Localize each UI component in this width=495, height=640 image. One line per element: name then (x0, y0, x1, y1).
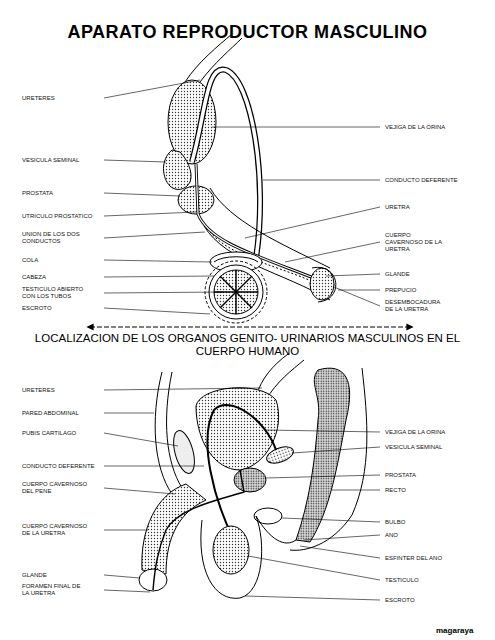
part-label: PREPUCIO (385, 287, 485, 294)
prepuce (312, 267, 336, 302)
abdominal-wall (155, 372, 172, 494)
part-label: VEJIGA DE LA ORINA (385, 429, 485, 436)
vas-deferens (207, 405, 276, 540)
scrotum (201, 516, 262, 598)
part-label: CONDUCTO DEFERENTE (385, 177, 485, 184)
rectum (296, 368, 350, 542)
part-label: PROSTATA (385, 472, 485, 479)
part-label: CUERPO CAVERNOSO DE LA URETRA (22, 523, 88, 537)
part-label: CONDUCTO DEFERENTE (22, 463, 102, 470)
part-label: ESFINTER DEL ANO (385, 555, 485, 562)
part-label: RECTO (385, 487, 485, 494)
part-label: UNION DE LOS DOS CONDUCTOS (22, 231, 84, 245)
part-label: DESEMBOCADURA DE LA URETRA (385, 299, 449, 313)
part-label: VESICULA SEMINAL (385, 444, 485, 451)
part-label: FORAMEN FINAL DE LA URETRA (22, 583, 88, 597)
vas-deferens (192, 69, 260, 258)
part-label: URETRA (385, 204, 485, 211)
part-label: ESCROTO (385, 597, 485, 604)
part-label: VESICULA SEMINAL (22, 157, 102, 164)
testis (213, 526, 249, 574)
part-label: TESTICULO ABIERTO CON LOS TUBOS (22, 286, 84, 300)
part-label: UTRICULO PROSTATICO (22, 213, 102, 220)
divider-arrow (90, 326, 410, 327)
part-label: VEJIGA DE LA ORINA (385, 124, 485, 131)
part-label: CUERPO CAVERNOSO DEL PENE (22, 481, 88, 495)
part-label: GLANDE (385, 271, 485, 278)
part-label: ANO (385, 532, 485, 539)
part-label: CUERPO CAVERNOSO DE LA URETRA (385, 232, 449, 253)
seminal-vesicle (264, 444, 295, 467)
penis (142, 484, 206, 574)
ureter (266, 360, 304, 400)
part-label: COLA (22, 257, 102, 264)
part-label: PROSTATA (22, 190, 102, 197)
body-outline (290, 368, 367, 550)
section-heading: LOCALIZACION DE LOS ORGANOS GENITO- URIN… (30, 332, 465, 358)
part-label: CABEZA (22, 274, 102, 281)
pubis (170, 428, 199, 475)
ureter (256, 354, 288, 396)
part-label: URETERES (22, 95, 102, 102)
part-label: URETERES (22, 387, 102, 394)
perineum (256, 516, 296, 543)
watermark: magaraya (436, 626, 488, 635)
part-label: BULBO (385, 519, 485, 526)
glans (310, 268, 334, 300)
leader-lines (104, 388, 380, 600)
vas-deferens (192, 69, 260, 258)
part-label: GLANDE (22, 572, 102, 579)
top-figure (164, 34, 336, 323)
part-label: ESCROTO (22, 305, 102, 312)
part-label: PUBIS CARTILAGO (22, 430, 102, 437)
seminal-vesicle (164, 150, 192, 189)
part-label: TESTICULO (385, 577, 485, 584)
prostate (234, 468, 266, 492)
part-label: PARED ABDOMINAL (22, 410, 102, 417)
leader-lines (104, 80, 380, 314)
title: APARATO REPRODUCTOR MASCULINO (0, 22, 495, 43)
